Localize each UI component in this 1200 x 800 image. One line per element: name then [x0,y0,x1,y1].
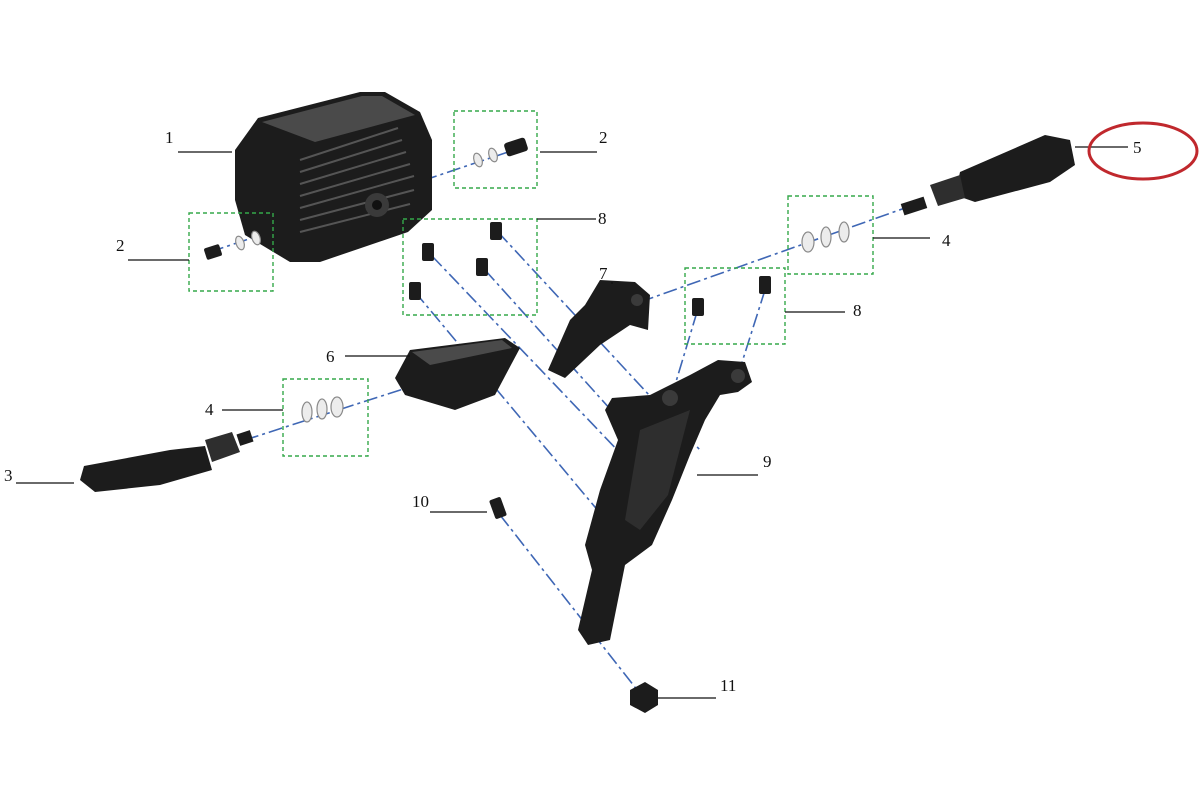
callout-11: 11 [720,676,736,695]
callout-3: 3 [4,466,13,485]
main-bracket-part [578,360,752,645]
lamp-housing-part [235,92,432,262]
screw-set-right [473,137,528,168]
group-boxes [188,110,874,457]
group-box-screws-left [188,212,274,292]
cooling-fins [299,127,415,233]
screw-set-left [204,230,261,260]
turn-signal-left-part [80,430,254,492]
callout-7: 7 [599,264,608,283]
nut-part [630,682,658,713]
callout-10: 10 [412,492,429,511]
callout-4-right: 4 [942,231,951,250]
leader-lines [16,146,1128,699]
mount-bracket-right-part [548,280,650,378]
callout-8-right: 8 [853,301,862,320]
turn-signal-right-part [900,135,1075,216]
callout-6: 6 [326,347,335,366]
callout-5: 5 [1133,138,1142,157]
callout-labels: 1 2 2 3 4 4 5 6 7 8 8 9 10 11 [4,128,1142,695]
callout-1: 1 [165,128,174,147]
group-box-bolts-right [684,267,786,345]
callout-2-right: 2 [599,128,608,147]
bolt-set-right [692,276,771,316]
group-box-washers-left [282,378,369,457]
group-box-bolts-upper [402,218,538,316]
washer-stack-left [301,396,344,423]
highlight-ellipse [1087,121,1199,181]
callout-2-left: 2 [116,236,125,255]
callout-4-left: 4 [205,400,214,419]
group-box-washers-right [787,195,874,275]
group-box-screws-right [453,110,538,189]
callout-9: 9 [763,452,772,471]
callout-8-upper: 8 [598,209,607,228]
washer-stack-right [801,221,850,253]
bolt-single-part [489,497,507,519]
mount-block-left-part [395,338,520,410]
bolt-set-upper [409,222,502,300]
